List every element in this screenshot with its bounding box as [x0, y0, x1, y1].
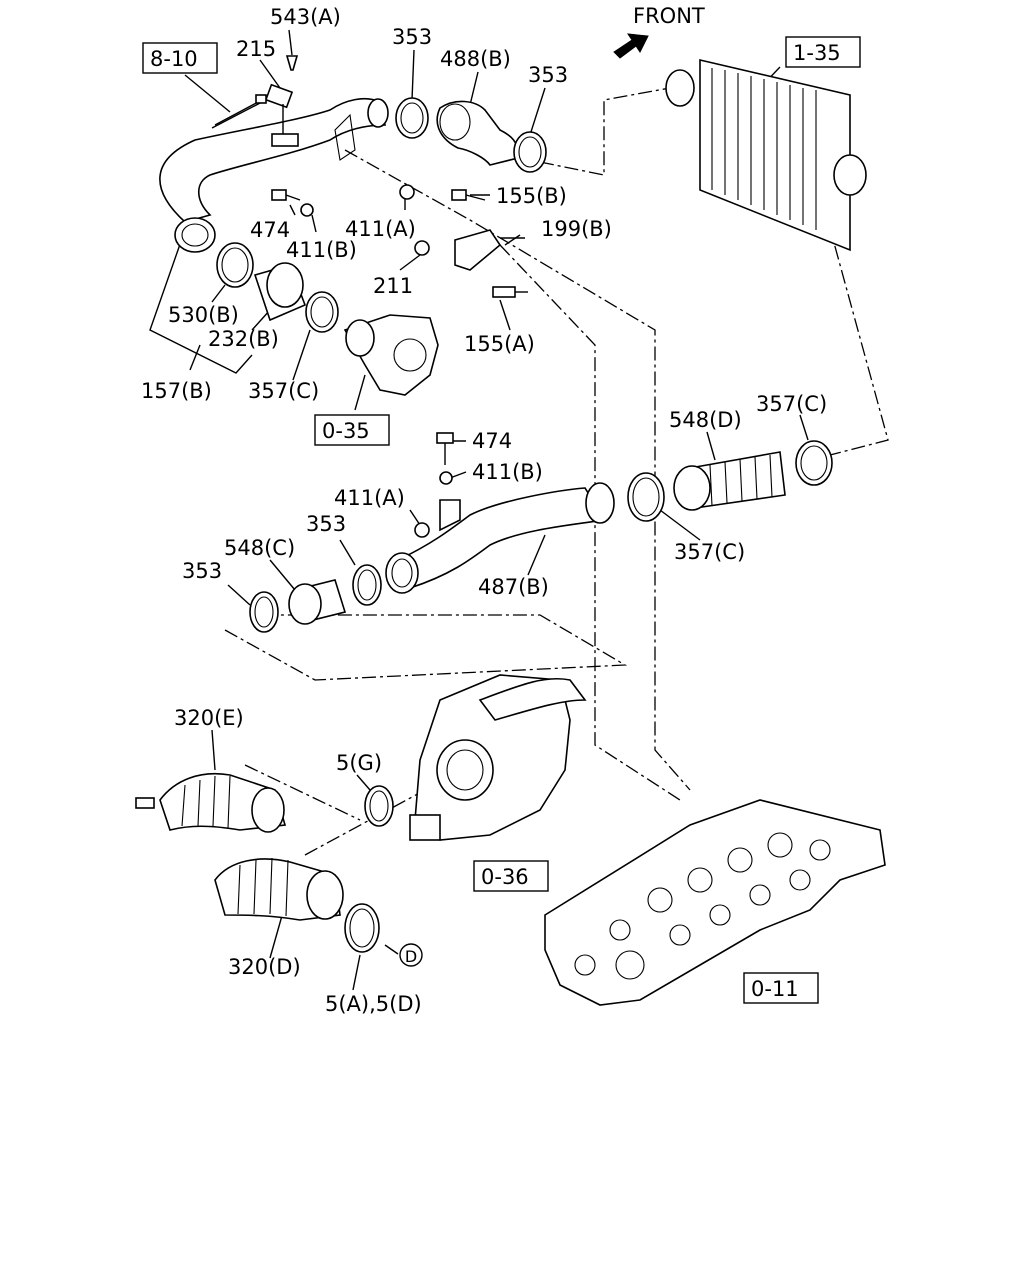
clamp-357c-mid	[627, 472, 665, 522]
clamp-353-lower-mid	[352, 564, 382, 606]
clamp-353-right	[513, 131, 547, 173]
sleeve-548c	[288, 579, 347, 625]
callout-353: 353	[182, 559, 222, 583]
callout-320e: 320(E)	[174, 706, 244, 730]
callout-357c: 357(C)	[674, 540, 745, 564]
callout-357c: 357(C)	[756, 392, 827, 416]
upper-air-hose	[159, 98, 389, 253]
callout-411a: 411(A)	[345, 217, 416, 241]
bolt-474-mid	[414, 432, 454, 538]
leader-lines	[149, 29, 889, 991]
clamp-353-top	[395, 97, 429, 139]
callout-155a: 155(A)	[464, 332, 535, 356]
callout-353: 353	[306, 512, 346, 536]
reference-label: 0-35	[322, 419, 370, 443]
clamp-353-lower-left	[249, 591, 279, 633]
clamp-357c-right	[795, 440, 833, 486]
callout-548c: 548(C)	[224, 536, 295, 560]
callout-488b: 488(B)	[440, 47, 511, 71]
throttle-body	[343, 314, 439, 396]
bolts-bracket-group	[271, 113, 528, 298]
clamp-357c-upper	[305, 291, 339, 333]
front-direction-indicator: FRONT	[613, 4, 705, 59]
callout-320d: 320(D)	[228, 955, 301, 979]
callout-157b: 157(B)	[141, 379, 212, 403]
reference-box-1-35: 1-35	[785, 36, 861, 68]
sleeve-232b	[253, 262, 307, 322]
callout-474: 474	[250, 218, 290, 242]
front-arrow-icon	[613, 33, 649, 59]
callout-543a: 543(A)	[270, 5, 341, 29]
callout-labels: 543(A) 215 353 488(B) 353 155(B) 474 411…	[141, 5, 827, 1016]
callout-530b: 530(B)	[168, 303, 239, 327]
clamp-530b	[216, 242, 254, 288]
callout-474: 474	[472, 429, 512, 453]
callout-199b: 199(B)	[541, 217, 612, 241]
front-label: FRONT	[633, 4, 705, 28]
callout-548d: 548(D)	[669, 408, 742, 432]
cylinder-head	[544, 799, 886, 1006]
clip-215	[214, 55, 299, 147]
reference-label: 0-36	[481, 865, 529, 889]
reference-box-8-10: 8-10	[142, 42, 218, 74]
callout-5a-5d: 5(A),5(D)	[325, 992, 422, 1016]
callout-411b: 411(B)	[472, 460, 543, 484]
reference-box-0-11: 0-11	[743, 972, 819, 1004]
pipe-487b	[385, 482, 615, 594]
reference-label: 1-35	[793, 41, 841, 65]
circle-marker-d: D	[399, 943, 423, 967]
circle-marker-label: D	[405, 947, 417, 966]
intercooler	[665, 58, 867, 252]
callout-215: 215	[236, 37, 276, 61]
callout-357c: 357(C)	[248, 379, 319, 403]
hose-320e	[135, 772, 287, 833]
clamp-5a-5d	[344, 903, 380, 953]
callout-487b: 487(B)	[478, 575, 549, 599]
reference-box-0-36: 0-36	[473, 860, 549, 892]
callout-353: 353	[528, 63, 568, 87]
callout-211: 211	[373, 274, 413, 298]
clamp-5g	[364, 785, 394, 827]
elbow-488b	[436, 100, 520, 166]
reference-label: 8-10	[150, 47, 198, 71]
reference-box-0-35: 0-35	[314, 414, 390, 446]
turbocharger	[409, 674, 587, 841]
bellows-hose-548d	[673, 451, 786, 511]
reference-label: 0-11	[751, 977, 799, 1001]
callout-411b: 411(B)	[286, 238, 357, 262]
callout-411a: 411(A)	[334, 486, 405, 510]
callout-155b: 155(B)	[496, 184, 567, 208]
hose-320d	[214, 857, 344, 921]
callout-232b: 232(B)	[208, 327, 279, 351]
callout-5g: 5(G)	[336, 751, 382, 775]
callout-353: 353	[392, 25, 432, 49]
